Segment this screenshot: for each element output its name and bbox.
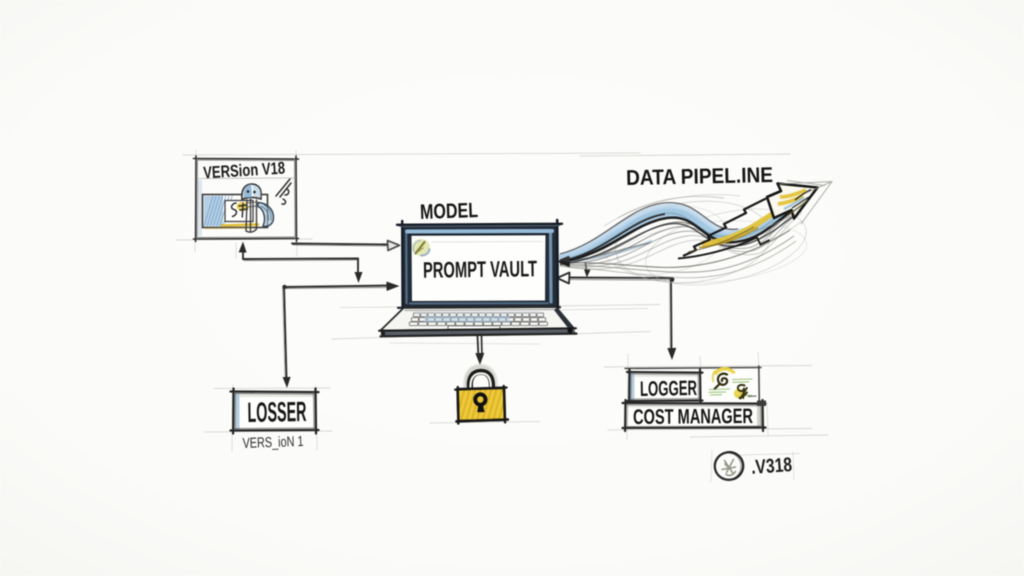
svg-text:COST MANAGER: COST MANAGER [633, 405, 753, 429]
svg-text:DATA PIPEL.INE: DATA PIPEL.INE [626, 163, 773, 190]
svg-text:MODEL: MODEL [420, 199, 479, 224]
svg-text:LOSSER: LOSSER [247, 396, 307, 428]
svg-text:.V318: .V318 [750, 454, 792, 479]
svg-text:VERS_ioN 1: VERS_ioN 1 [242, 434, 304, 452]
svg-text:VERSion V18: VERSion V18 [203, 159, 286, 183]
svg-text:PROMPT VAULT: PROMPT VAULT [423, 256, 538, 283]
svg-text:LOGGER: LOGGER [640, 377, 697, 401]
